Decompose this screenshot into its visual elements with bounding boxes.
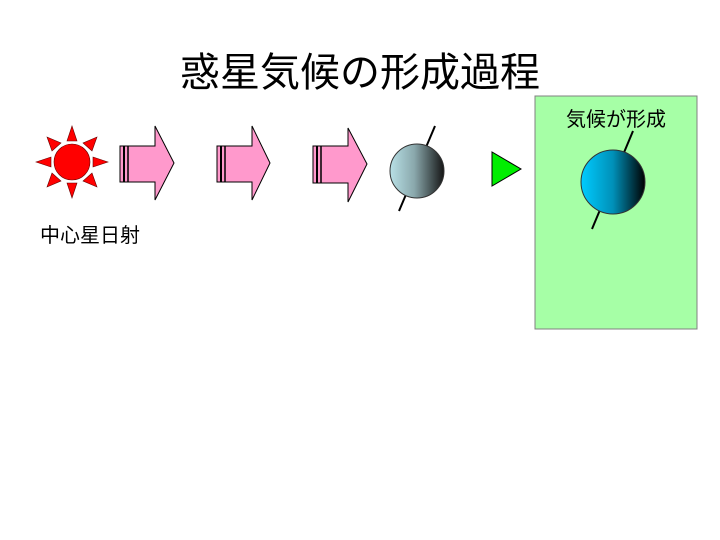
arrow-2	[216, 125, 271, 201]
sun-icon	[35, 125, 109, 199]
sun-label: 中心星日射	[40, 223, 140, 247]
play-triangle-icon	[491, 151, 522, 187]
arrow-3	[312, 127, 368, 203]
arrow-1	[119, 125, 175, 201]
planet-before-icon	[389, 125, 445, 212]
result-label: 気候が形成	[566, 107, 666, 131]
page-title: 惑星気候の形成過程	[180, 50, 540, 96]
planet-after-icon	[580, 130, 646, 230]
